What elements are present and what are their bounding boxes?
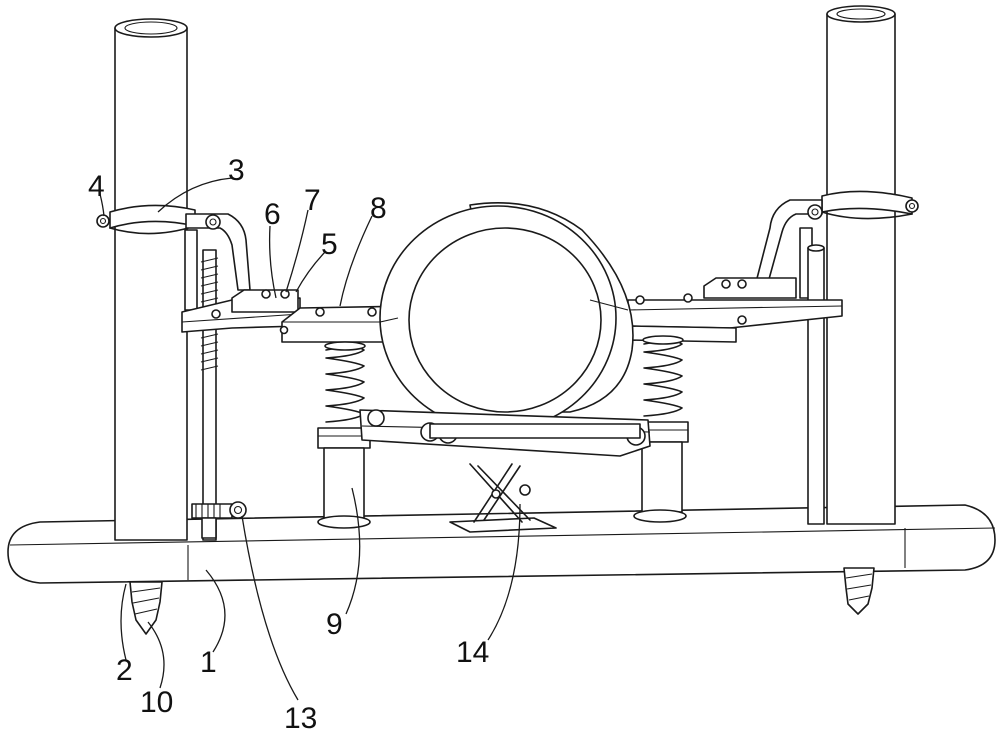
right-crossbar: [627, 277, 843, 343]
right-support-column: [633, 421, 689, 523]
left-post: [114, 18, 188, 541]
label-8: 8: [370, 192, 387, 225]
label-13: 13: [284, 702, 317, 735]
label-5: 5: [321, 228, 338, 261]
left-support-column: [317, 427, 371, 529]
left-threaded-rod: [200, 249, 219, 541]
leader-lines: [99, 177, 521, 701]
label-4: 4: [88, 170, 105, 203]
label-1: 1: [200, 646, 217, 679]
left-crossbar: [181, 289, 413, 343]
ground-spike-left: [129, 581, 163, 635]
gear-knob: [191, 501, 247, 539]
label-10: 10: [140, 686, 173, 719]
left-spring: [324, 341, 366, 423]
roller-cradle: [359, 409, 651, 457]
scissor-jack: [449, 463, 557, 533]
right-guide-rod: [807, 244, 825, 525]
label-6: 6: [264, 198, 281, 231]
right-post: [826, 5, 896, 525]
label-14: 14: [456, 636, 489, 669]
part-labels: 3 4 6 7 5 8 9 14 1 2 10 13: [88, 154, 489, 735]
label-7: 7: [304, 184, 321, 217]
right-clamp-collar: [821, 190, 919, 220]
right-spring: [642, 335, 684, 417]
label-9: 9: [326, 608, 343, 641]
ground-spike-right: [843, 567, 875, 615]
label-3: 3: [228, 154, 245, 187]
base-plate: [7, 504, 996, 584]
pipe-ring: [379, 202, 634, 431]
label-2: 2: [116, 654, 133, 687]
